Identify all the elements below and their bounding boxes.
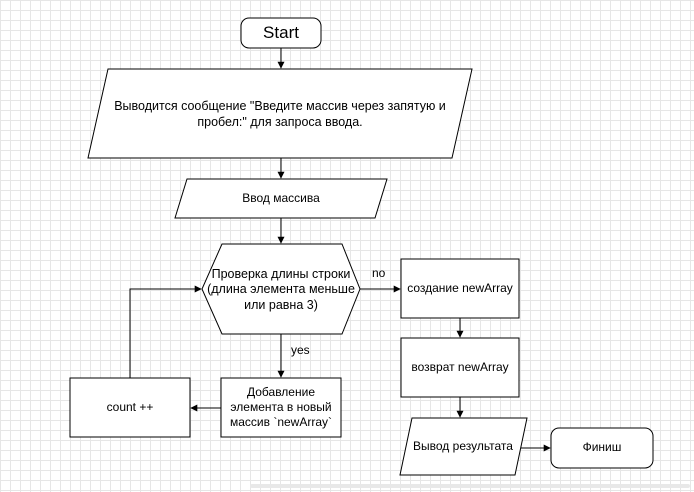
horizontal-scrollbar[interactable]	[250, 484, 690, 488]
message-label: Выводится сообщение "Введите массив чере…	[114, 98, 446, 129]
add-element-label: Добавление элемента в новый массив `newA…	[229, 385, 332, 429]
input-array-label: Ввод массива	[242, 190, 320, 205]
output-result-label: Вывод результата	[413, 438, 513, 453]
check-length-label: Проверка длины строки (длина элемента ме…	[207, 266, 355, 312]
edge-count-loop-to-check	[129, 285, 202, 378]
message-output-shape[interactable]	[87, 68, 473, 159]
create-new-array-label: создание newArray	[407, 280, 513, 295]
output-result-shape[interactable]	[399, 417, 528, 476]
input-array-shape[interactable]	[174, 178, 388, 219]
create-new-array-shape[interactable]	[400, 258, 520, 319]
edge-label-no: no	[372, 266, 386, 280]
check-length-hexagon-shape[interactable]	[201, 243, 361, 335]
edge-label-yes: yes	[291, 343, 310, 357]
return-new-array-shape[interactable]	[400, 337, 520, 398]
count-increment-label: count ++	[106, 399, 154, 414]
finish-terminator-shape[interactable]	[550, 427, 654, 469]
add-element-shape[interactable]	[220, 377, 342, 438]
finish-label: Финиш	[582, 440, 622, 455]
start-label: Start	[263, 22, 299, 42]
return-new-array-label: возврат newArray	[411, 359, 509, 374]
